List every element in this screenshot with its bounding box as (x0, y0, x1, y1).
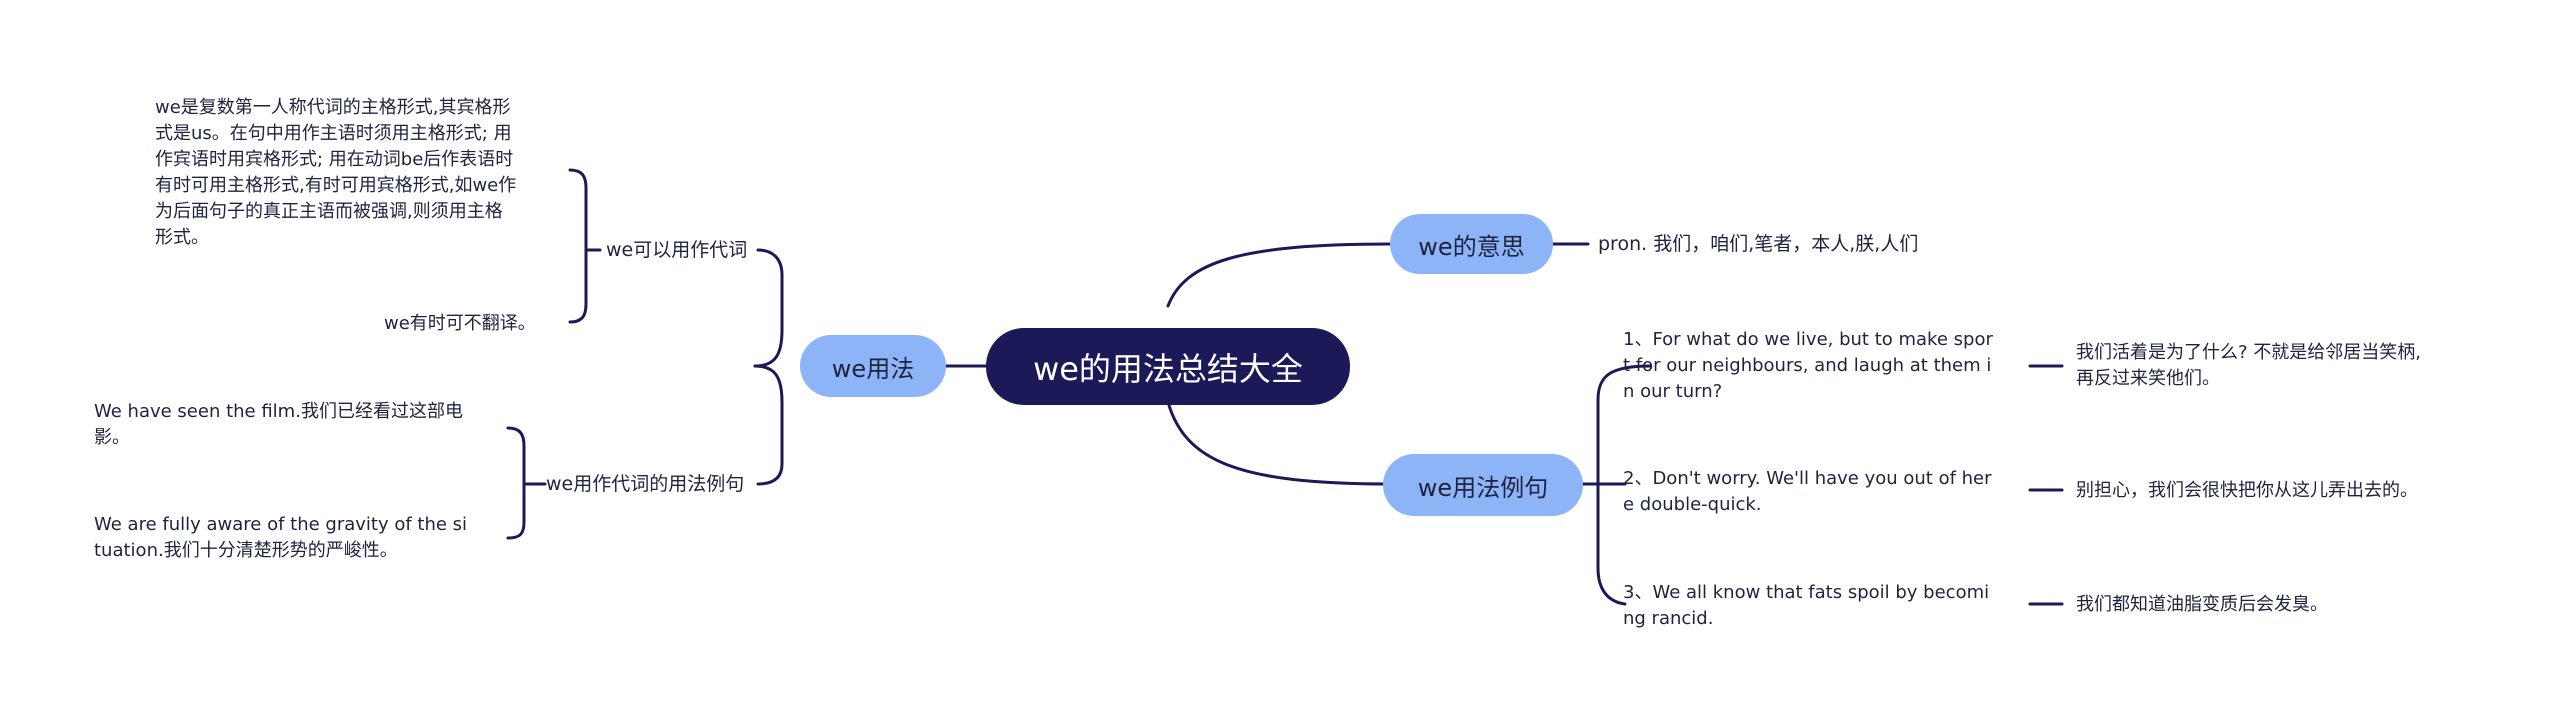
example-item-1-en: 1、For what do we live, but to make spor … (1623, 329, 1993, 402)
pronoun-note-1: we是复数第一人称代词的主格形式,其宾格形 式是us。在句中用作主语时须用主格形… (155, 97, 517, 248)
pronoun-note-2: we有时可不翻译。 (384, 313, 536, 334)
pronoun-example-1: We have seen the film.我们已经看过这部电 影。 (94, 401, 463, 448)
example-item-2-zh: 别担心，我们会很快把你从这儿弄出去的。 (2076, 480, 2418, 501)
topic-we-meaning[interactable]: we的意思 (1390, 214, 1553, 274)
subtopic-pronoun-examples[interactable]: we用作代词的用法例句 (546, 473, 745, 495)
topic-we-usage[interactable]: we用法 (800, 335, 946, 397)
example-item-3-en: 3、We all know that fats spoil by becomi … (1623, 582, 1990, 629)
pronoun-example-2: We are fully aware of the gravity of the… (94, 514, 468, 561)
meaning-detail: pron. 我们，咱们,笔者，本人,朕,人们 (1598, 233, 1919, 255)
subtopic-pronoun[interactable]: we可以用作代词 (606, 239, 748, 261)
example-item-1-zh: 我们活着是为了什么? 不就是给邻居当笑柄, 再反过来笑他们。 (2076, 342, 2421, 389)
example-item-2-en: 2、Don't worry. We'll have you out of her… (1623, 468, 1992, 515)
root-topic[interactable]: we的用法总结大全 (986, 328, 1350, 405)
example-item-3-zh: 我们都知道油脂变质后会发臭。 (2076, 594, 2328, 615)
topic-we-examples[interactable]: we用法例句 (1383, 454, 1583, 516)
